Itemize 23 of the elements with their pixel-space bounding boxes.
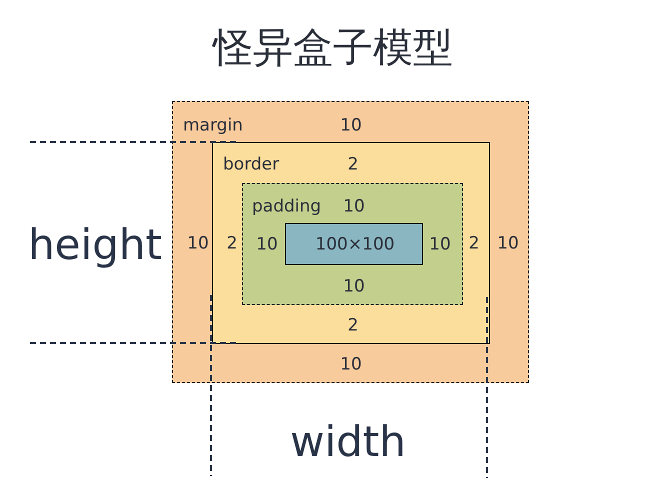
diagram-title: 怪异盒子模型 [211, 28, 454, 68]
dimension-label: height [28, 224, 162, 266]
box-name: margin [183, 118, 243, 134]
size-value: 100×100 [315, 236, 395, 254]
box-name: padding [252, 198, 322, 216]
size-value: 10 [340, 118, 362, 134]
size-value: 10 [343, 278, 365, 296]
content-box [285, 223, 423, 265]
size-value: 10 [187, 236, 209, 252]
size-value: 2 [226, 236, 238, 252]
size-value: 2 [348, 318, 358, 334]
box-name: border [223, 156, 280, 174]
padding-box [242, 183, 463, 305]
border-box [212, 142, 490, 344]
size-value: 10 [429, 236, 451, 254]
size-value: 2 [348, 156, 358, 174]
size-value: 10 [256, 236, 278, 254]
size-value: 2 [468, 236, 480, 252]
size-value: 10 [497, 236, 519, 252]
size-value: 10 [340, 356, 362, 374]
size-value: 10 [343, 198, 365, 216]
margin-box [172, 101, 529, 383]
dimension-label: width [290, 421, 406, 463]
